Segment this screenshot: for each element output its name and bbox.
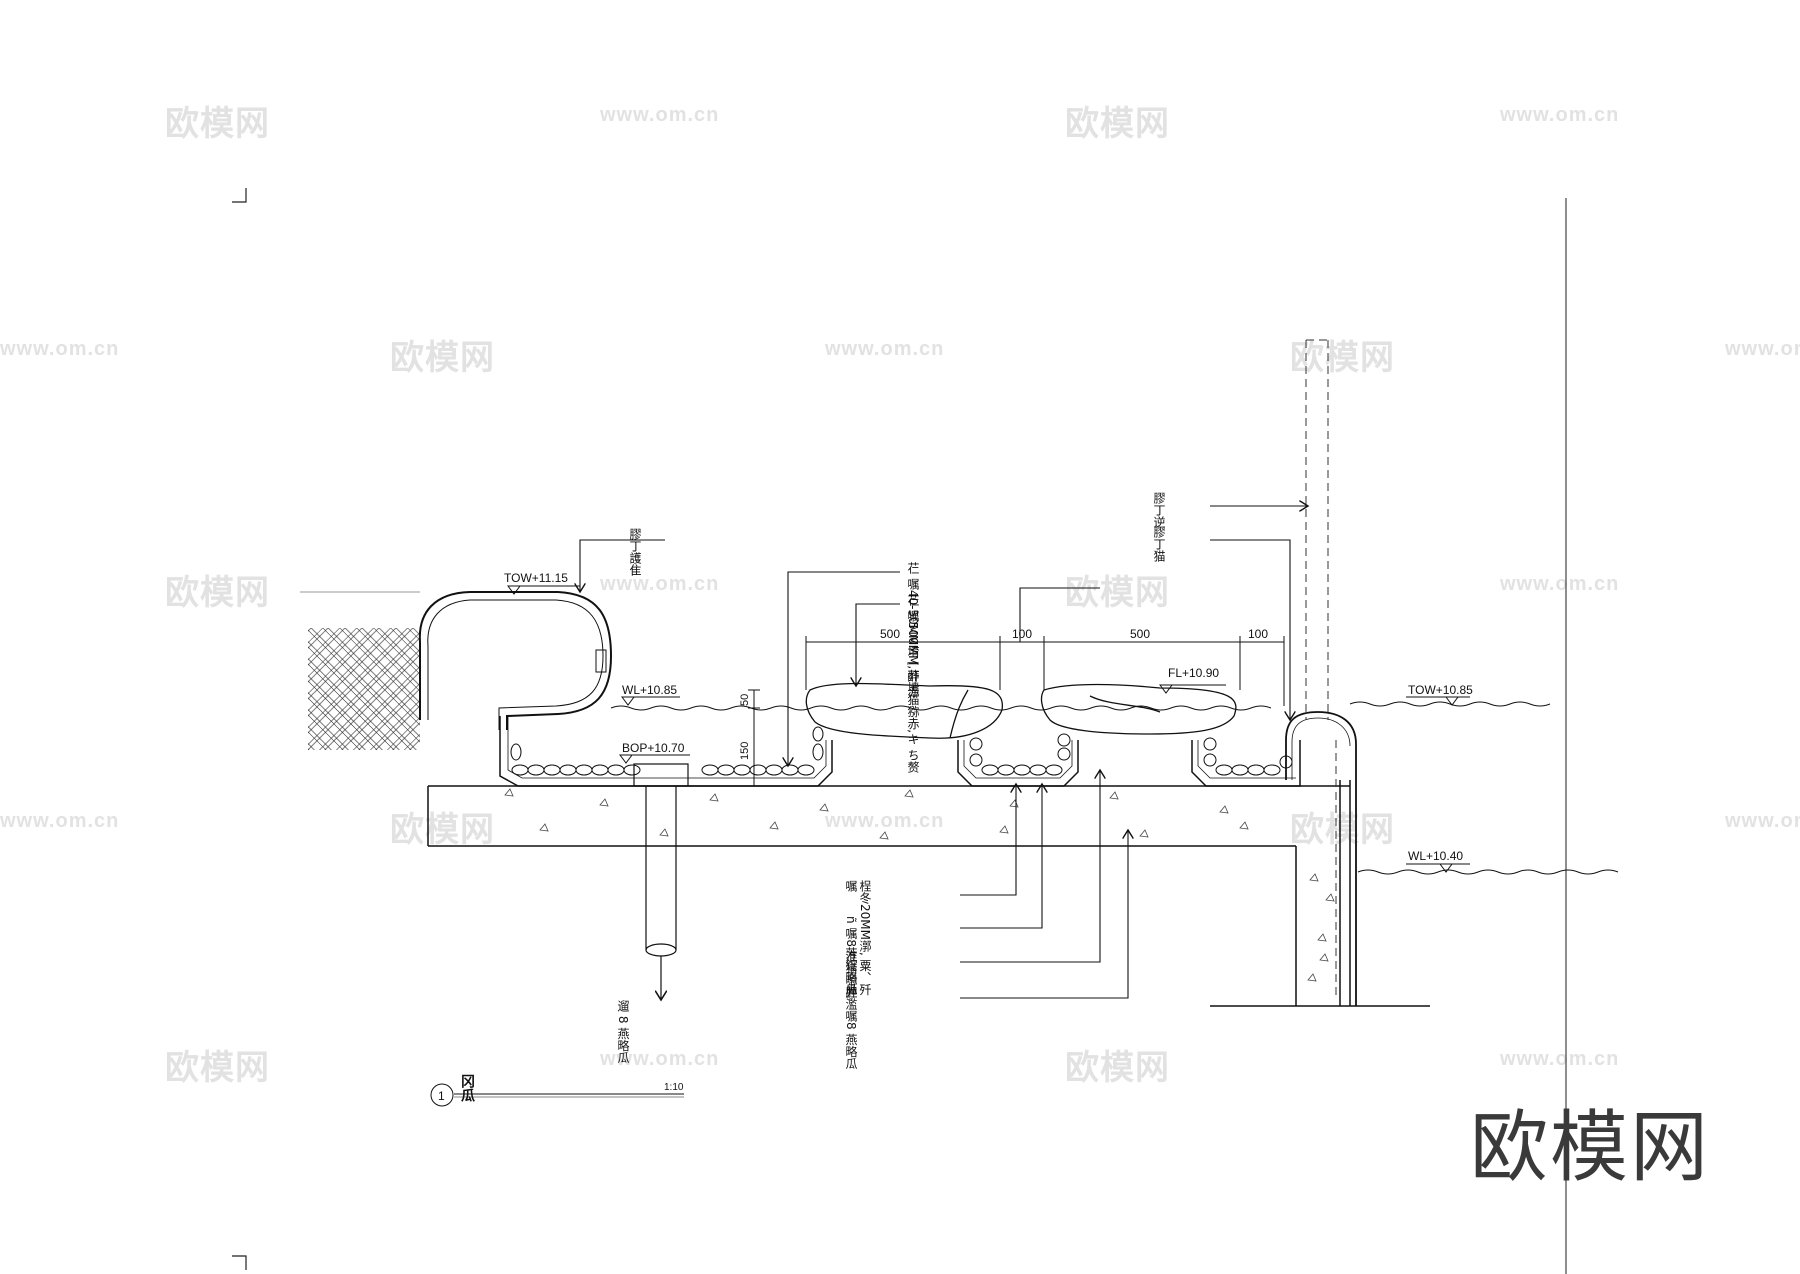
- elev-fl: FL+10.90: [1168, 666, 1219, 680]
- dim-label-100: 100: [1012, 627, 1032, 641]
- elev-wl-lower: WL+10.40: [1408, 849, 1463, 863]
- watermark: 欧模网: [1290, 339, 1395, 377]
- callout-mid-1: 芢 嘱40-50MM堉 [ 酐 赤: [906, 562, 920, 698]
- elev-bop: BOP+10.70: [622, 741, 685, 755]
- dim-label-500: 500: [880, 627, 900, 641]
- watermark: 欧模网: [390, 811, 495, 849]
- watermark: 欧模网: [165, 105, 270, 143]
- watermark: 欧模网: [390, 339, 495, 377]
- watermark: 欧模网: [1065, 1049, 1170, 1087]
- elev-wl-left: WL+10.85: [622, 683, 677, 697]
- dim-label-depth: 150: [739, 742, 751, 760]
- callout-top-right-1: 膠丁逆: [1152, 492, 1166, 528]
- detail-scale: 1:10: [664, 1082, 684, 1093]
- watermark: 欧模网: [1065, 105, 1170, 143]
- callout-top-left: 膠丁護隹: [628, 528, 642, 576]
- dashed-post: [1305, 339, 1337, 1000]
- left-coping-wall: [418, 591, 613, 730]
- elev-tow-right: TOW+10.85: [1408, 683, 1473, 697]
- watermark: www.om.cn: [600, 104, 720, 126]
- concrete-aggregate: [504, 788, 1335, 982]
- coping-mark: [595, 649, 607, 673]
- callout-drain: 遛 8 燕略瓜: [616, 1000, 630, 1064]
- frame-corner-mark: [232, 1255, 247, 1270]
- watermark: www.om.cn: [1725, 810, 1800, 832]
- watermark: 欧模网: [165, 574, 270, 612]
- watermark: www.om.cn: [1500, 573, 1620, 595]
- dim-label-100: 100: [1248, 627, 1268, 641]
- elev-tow-left: TOW+11.15: [504, 571, 568, 585]
- watermark: www.om.cn: [825, 810, 945, 832]
- right-weir-wall: [1285, 711, 1357, 1006]
- detail-number: 1: [438, 1089, 445, 1103]
- earth-fill: [308, 628, 420, 750]
- callout-bottom-2: ñ 嘱8芳錠略瓜: [844, 916, 858, 996]
- watermark: www.om.cn: [0, 338, 120, 360]
- dim-label-depth: 50: [739, 694, 751, 706]
- pebble-bed: [510, 726, 1293, 776]
- brand-logo: 欧模网: [1470, 1103, 1711, 1193]
- callout-bottom-4: 胆濫嘱8 燕略瓜: [844, 986, 858, 1070]
- callout-mid-2: 芢 嘱500MM,莽墙猫猕赤,キ ち赘: [906, 594, 920, 773]
- watermark: www.om.cn: [1500, 104, 1620, 126]
- elevation-markers: [507, 585, 1470, 873]
- watermark: www.om.cn: [1725, 338, 1800, 360]
- watermark: www.om.cn: [600, 1048, 720, 1070]
- drain-pipe: [633, 763, 689, 1000]
- watermark: www.om.cn: [0, 810, 120, 832]
- leader-lines: [580, 506, 1308, 999]
- frame-corner-mark: [232, 188, 247, 203]
- stepping-stones: [805, 682, 1237, 739]
- callout-top-right-2: 膠丁猫: [1152, 526, 1166, 562]
- callout-bottom-3: 淮猎嗯井: [844, 950, 858, 998]
- watermark: www.om.cn: [600, 573, 720, 595]
- water-surface: [610, 701, 1619, 875]
- pool-troughs: [499, 716, 1301, 787]
- callout-bottom-1: 桯冬20MM漷, 粟、歼嘱: [844, 880, 872, 996]
- watermark: www.om.cn: [1500, 1048, 1620, 1070]
- watermark: 欧模网: [1065, 574, 1170, 612]
- dimension-line: [748, 636, 1285, 787]
- watermark: www.om.cn: [825, 338, 945, 360]
- detail-title: 冈瓜: [459, 1074, 475, 1102]
- dim-label-500: 500: [1130, 627, 1150, 641]
- watermark: 欧模网: [1290, 811, 1395, 849]
- watermark: 欧模网: [165, 1049, 270, 1087]
- concrete-slab: [427, 780, 1430, 1007]
- detail-number-bubble: [430, 1083, 454, 1107]
